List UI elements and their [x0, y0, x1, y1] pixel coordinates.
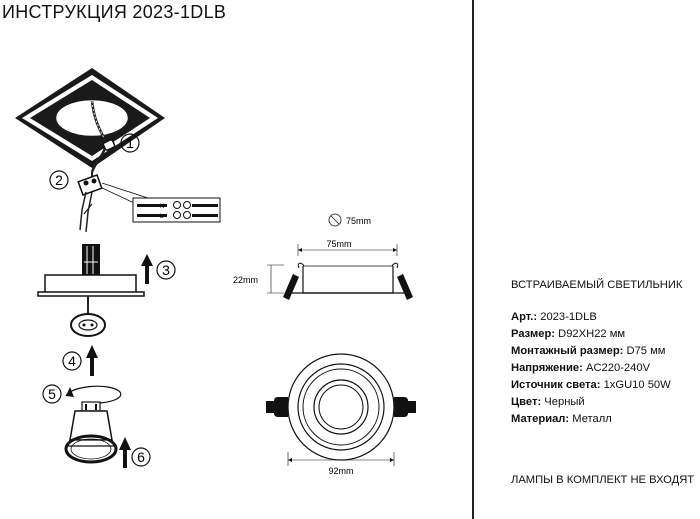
svg-text:L: L: [160, 214, 164, 220]
spec-row-article: Арт.: 2023-1DLB: [511, 311, 597, 323]
gu10-socket: [70, 313, 106, 337]
step-6-marker: 6: [119, 437, 151, 468]
svg-text:92mm: 92mm: [328, 466, 353, 476]
step-2-marker: 2: [49, 170, 69, 190]
gu10-lamp: [67, 401, 115, 447]
spec-row-material: Материал: Металл: [511, 413, 612, 425]
svg-text:N: N: [160, 204, 164, 210]
spec-row-voltage: Напряжение: AC220-240V: [511, 362, 651, 374]
svg-text:5: 5: [48, 386, 56, 402]
svg-text:6: 6: [137, 449, 145, 465]
top-view: 92mm: [266, 353, 416, 476]
svg-text:22mm: 22mm: [233, 275, 258, 285]
wire-cable: [90, 100, 116, 173]
spec-row-size: Размер: D92XH22 мм: [511, 328, 626, 340]
hole-size-callout: 75mm: [328, 213, 371, 227]
vertical-divider: [472, 0, 474, 519]
svg-text:4: 4: [68, 353, 76, 369]
ceiling-panel: [15, 68, 165, 168]
spec-row-mount-size: Монтажный размер: D75 мм: [511, 345, 666, 357]
svg-text:1: 1: [126, 135, 134, 151]
trim-ring: [64, 434, 118, 464]
step-4-marker: 4: [62, 345, 98, 376]
side-view: 75mm 22mm: [233, 239, 413, 300]
spec-panel: ВСТРАИВАЕМЫЙ СВЕТИЛЬНИК Арт.: 2023-1DLB …: [511, 277, 700, 428]
spec-row-color: Цвет: Черный: [511, 396, 585, 408]
wiring-detail: N L: [132, 197, 221, 223]
installation-drawing: 1 2 N L: [15, 68, 416, 476]
svg-text:75mm: 75mm: [326, 239, 351, 249]
svg-text:3: 3: [162, 262, 170, 278]
step-1-marker: 1: [120, 133, 140, 153]
spec-row-light-source: Источник света: 1xGU10 50W: [511, 379, 671, 391]
step-5-marker: 5: [42, 384, 122, 404]
fixture-housing: [37, 244, 145, 316]
step-3-marker: 3: [141, 254, 176, 284]
lamps-not-included-note: ЛАМПЫ В КОМПЛЕКТ НЕ ВХОДЯТ: [511, 474, 695, 486]
product-type-heading: ВСТРАИВАЕМЫЙ СВЕТИЛЬНИК: [511, 279, 683, 291]
page-title: ИНСТРУКЦИЯ 2023-1DLB: [2, 2, 227, 22]
svg-text:2: 2: [55, 172, 63, 188]
svg-text:75mm: 75mm: [346, 216, 371, 226]
